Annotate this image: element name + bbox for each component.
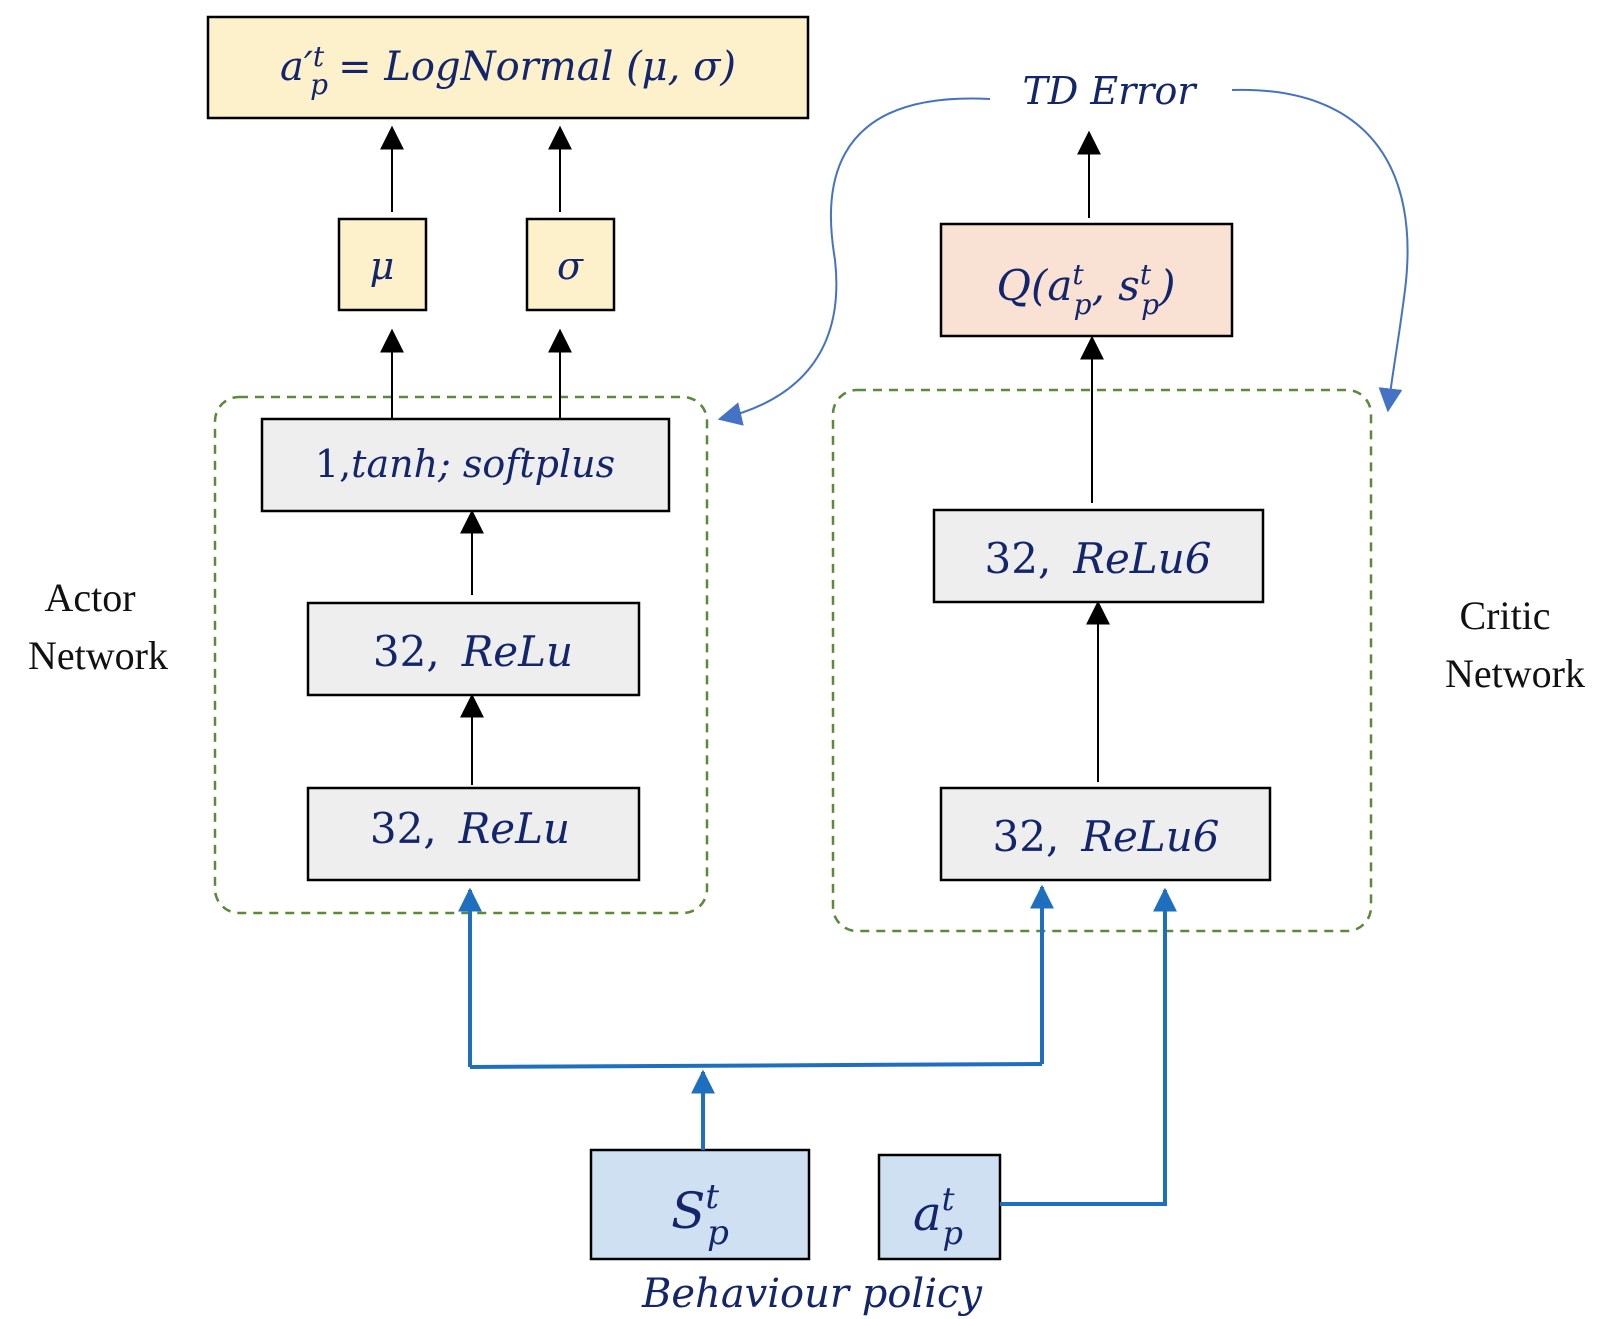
behaviour-policy-label: Behaviour policy [641, 1271, 983, 1317]
state-feed-line [469, 1062, 1043, 1069]
state-input-box [589, 1148, 811, 1261]
actor-layer-3 [260, 417, 671, 513]
mu-label: μ [370, 244, 395, 288]
sigma-box [525, 217, 616, 312]
actor-layer-3-text: 1,tanh; softplus [315, 442, 615, 486]
critic-network-container [831, 388, 1373, 933]
td-curve-to-actor [717, 97, 991, 426]
critic-layer-1-text: 32,ReLu6 [993, 812, 1220, 861]
critic-layer-2-text: 32,ReLu6 [985, 534, 1212, 583]
actor-layer-2-text: 32,ReLu [373, 627, 573, 676]
td-error-label: TD Error [1022, 69, 1198, 113]
critic-network-label-1: Critic [1459, 593, 1550, 638]
actor-layer-1 [306, 786, 641, 882]
mu-box [337, 217, 428, 312]
td-curve-to-critic [1231, 88, 1409, 413]
actor-layer-2 [306, 601, 641, 697]
sigma-label: σ [557, 244, 584, 288]
critic-network-label-2: Network [1445, 651, 1585, 696]
action-input-box [877, 1153, 1002, 1261]
actor-network-label-1: Actor [44, 575, 135, 620]
actor-network-label-2: Network [28, 633, 168, 678]
actor-network-container [213, 395, 709, 915]
actor-layer-1-text: 32,ReLu [370, 804, 570, 853]
critic-q-box [939, 222, 1234, 338]
actor-output-box [206, 15, 810, 120]
critic-layer-1 [939, 786, 1272, 882]
action-feed-line [1000, 1040, 1167, 1206]
